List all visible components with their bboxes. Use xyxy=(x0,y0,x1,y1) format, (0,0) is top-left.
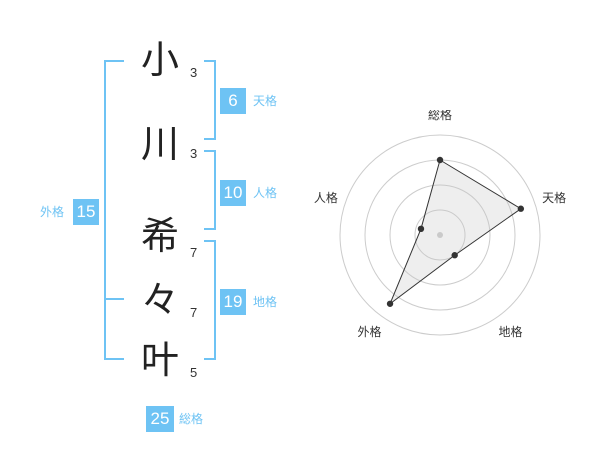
tenkaku-value-badge: 6 xyxy=(220,88,246,114)
radar-axis-label-1: 総格 xyxy=(428,110,452,122)
stroke-count-5: 5 xyxy=(190,365,198,380)
tenkaku-label: 天格 xyxy=(253,94,278,108)
radar-series-polygon xyxy=(388,159,522,306)
tenkaku-bracket xyxy=(204,60,216,140)
soukaku-value-badge: 25 xyxy=(146,406,174,432)
chikaku-value-badge: 19 xyxy=(220,289,246,315)
name-char-4: 々 xyxy=(140,278,179,322)
radar-point-2 xyxy=(517,205,525,212)
stroke-count-1: 3 xyxy=(190,65,198,80)
stroke-count-2: 3 xyxy=(190,146,198,161)
radar-axis-label-4: 外格 xyxy=(357,324,381,339)
gaikaku-bracket xyxy=(104,60,124,360)
name-char-1: 小 xyxy=(140,38,179,82)
name-char-2: 川 xyxy=(140,122,179,166)
gaikaku-bracket-inner-tick xyxy=(104,298,124,300)
name-char-3: 希 xyxy=(140,214,179,258)
jinkaku-value-badge: 10 xyxy=(220,180,246,206)
radar-point-1 xyxy=(436,156,444,164)
stroke-count-4: 7 xyxy=(190,305,198,320)
stroke-count-3: 7 xyxy=(190,245,198,260)
radar-axis-label-5: 人格 xyxy=(314,190,338,205)
jinkaku-label: 人格 xyxy=(253,186,278,200)
radar-center-dot xyxy=(437,232,443,238)
gaikaku-value-badge: 15 xyxy=(73,199,99,225)
gaikaku-label: 外格 xyxy=(40,205,65,219)
chikaku-label: 地格 xyxy=(253,295,278,309)
jinkaku-bracket xyxy=(204,150,216,230)
radar-ring xyxy=(414,209,466,261)
radar-point-3 xyxy=(451,252,458,259)
radar-point-4 xyxy=(386,300,394,307)
name-char-5: 叶 xyxy=(140,338,179,382)
radar-axis-label-2: 天格 xyxy=(542,190,566,205)
radar-chart: 総格天格地格 外格 人格 xyxy=(300,110,590,370)
radar-axis-label-3: 地格 xyxy=(499,324,523,339)
soukaku-label: 総格 xyxy=(179,412,204,426)
radar-point-5 xyxy=(417,225,425,233)
radar-ring xyxy=(389,184,491,286)
radar-ring xyxy=(339,134,541,336)
chikaku-bracket xyxy=(204,240,216,360)
